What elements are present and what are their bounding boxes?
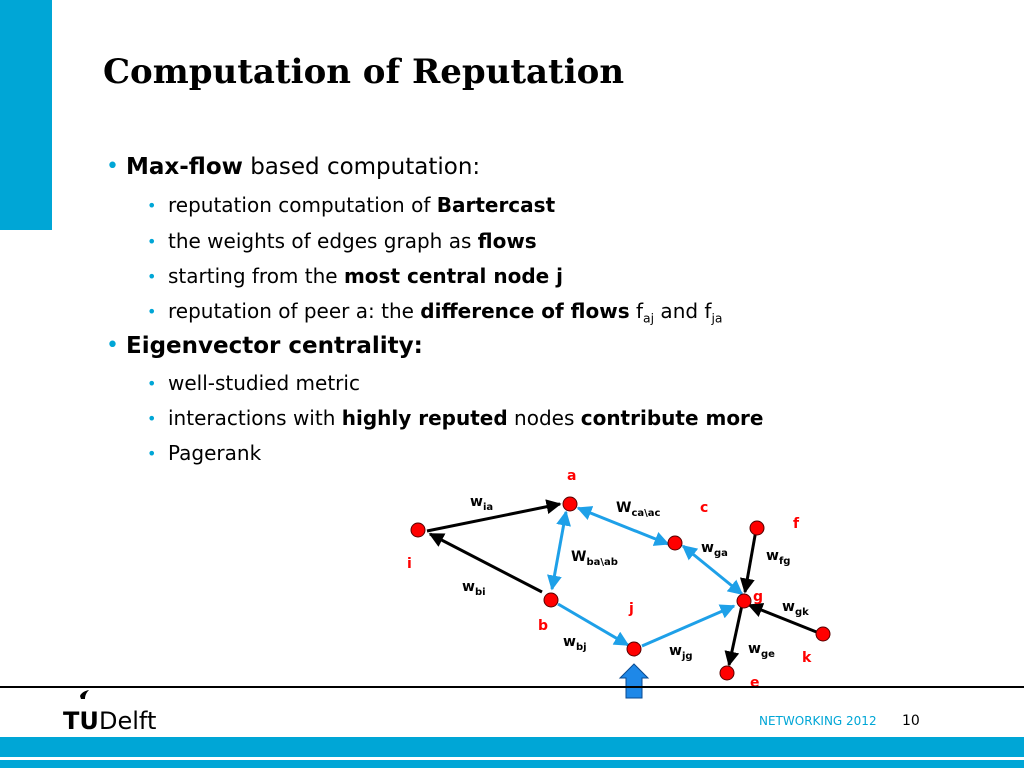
- weight-ia: wia: [470, 494, 493, 513]
- svg-text:TU: TU: [63, 707, 99, 734]
- label-k: k: [802, 650, 812, 666]
- label-b: b: [538, 618, 548, 634]
- start-arrow-icon: [618, 663, 650, 699]
- label-f: f: [793, 516, 800, 532]
- weight-ba-ab: Wba\ab: [571, 549, 618, 568]
- node-a: [562, 496, 578, 512]
- sub-bullet-flows: •the weights of edges graph as flows: [147, 229, 537, 253]
- edge-j-g: [641, 604, 736, 648]
- bullet-dot: •: [147, 196, 157, 215]
- label-j: j: [628, 601, 634, 617]
- weight-ge: wge: [748, 641, 775, 660]
- label-i: i: [407, 556, 412, 572]
- bullet-dot: •: [147, 232, 157, 251]
- page-number: 10: [902, 713, 920, 729]
- tu-delft-logo: TU Delft: [63, 690, 156, 734]
- edge-g-e: [724, 604, 744, 667]
- edge-k-g: [747, 603, 820, 635]
- label-a: a: [567, 468, 576, 484]
- weight-fg: wfg: [766, 548, 790, 567]
- node-f: [749, 520, 765, 536]
- bullet-dot: •: [147, 267, 157, 286]
- edge-i-a: [426, 499, 562, 533]
- edge-b-j: [557, 602, 630, 647]
- node-k: [815, 626, 831, 642]
- bullet-dot: •: [147, 409, 157, 428]
- edge-f-g: [739, 529, 758, 594]
- sub-bullet-interactions: •interactions with highly reputed nodes …: [147, 406, 764, 430]
- label-e: e: [750, 675, 760, 691]
- label-g: g: [753, 589, 763, 605]
- node-j: [626, 641, 642, 657]
- bullet-max-flow: •Max-flow based computation:: [106, 154, 481, 180]
- bullet-eigenvector: •Eigenvector centrality:: [106, 333, 423, 359]
- sub-bullet-well-studied: •well-studied metric: [147, 371, 360, 395]
- sub-bullet-difference-of-flows: •reputation of peer a: the difference of…: [147, 299, 723, 326]
- slide-title: Computation of Reputation: [103, 52, 625, 92]
- left-accent-bar: [0, 0, 52, 230]
- edge-g-c: [681, 544, 744, 596]
- footer-band-bottom: [0, 760, 1024, 768]
- conference-name: NETWORKING 2012: [759, 714, 877, 728]
- node-g: [736, 593, 752, 609]
- svg-text:Delft: Delft: [99, 707, 156, 734]
- bullet-dot: •: [147, 302, 157, 321]
- sub-bullet-central-node: •starting from the most central node j: [147, 264, 564, 288]
- weight-jg: wjg: [669, 643, 693, 662]
- weight-ga: wga: [701, 540, 728, 559]
- bullet-dot: •: [147, 444, 157, 463]
- edge-c-a: [576, 506, 670, 546]
- node-i: [410, 522, 426, 538]
- node-b: [543, 592, 559, 608]
- edge-b-a: [547, 510, 571, 591]
- footer-band: [0, 737, 1024, 757]
- bullet-dot: •: [106, 154, 119, 179]
- node-c: [667, 535, 683, 551]
- node-e: [719, 665, 735, 681]
- bullet-dot: •: [147, 374, 157, 393]
- weight-gk: wgk: [782, 599, 809, 618]
- bullet-dot: •: [106, 333, 119, 358]
- sub-bullet-pagerank: •Pagerank: [147, 441, 262, 465]
- weight-bj: wbj: [563, 634, 587, 653]
- edge-b-i: [428, 532, 543, 594]
- label-c: c: [700, 500, 708, 516]
- footer-divider: [0, 686, 1024, 688]
- weight-bi: wbi: [462, 579, 486, 598]
- flow-graph-diagram: a c f i g j b k e wia Wca\ac Wba\ab wga …: [407, 468, 831, 699]
- sub-bullet-bartercast: •reputation computation of Bartercast: [147, 193, 556, 217]
- weight-ca-ac: Wca\ac: [616, 500, 661, 519]
